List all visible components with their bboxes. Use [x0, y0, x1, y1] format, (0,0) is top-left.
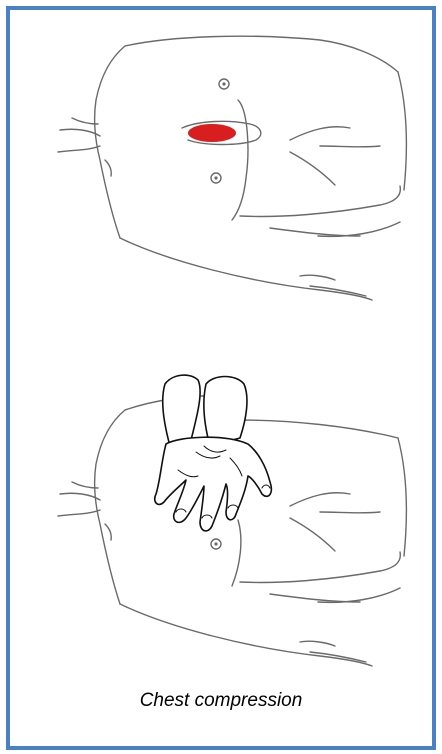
compression-hands-icon: [155, 375, 272, 531]
figure-caption: Chest compression: [0, 690, 442, 712]
torso-figure-top: [58, 36, 406, 300]
compression-point-marker: [188, 124, 236, 142]
